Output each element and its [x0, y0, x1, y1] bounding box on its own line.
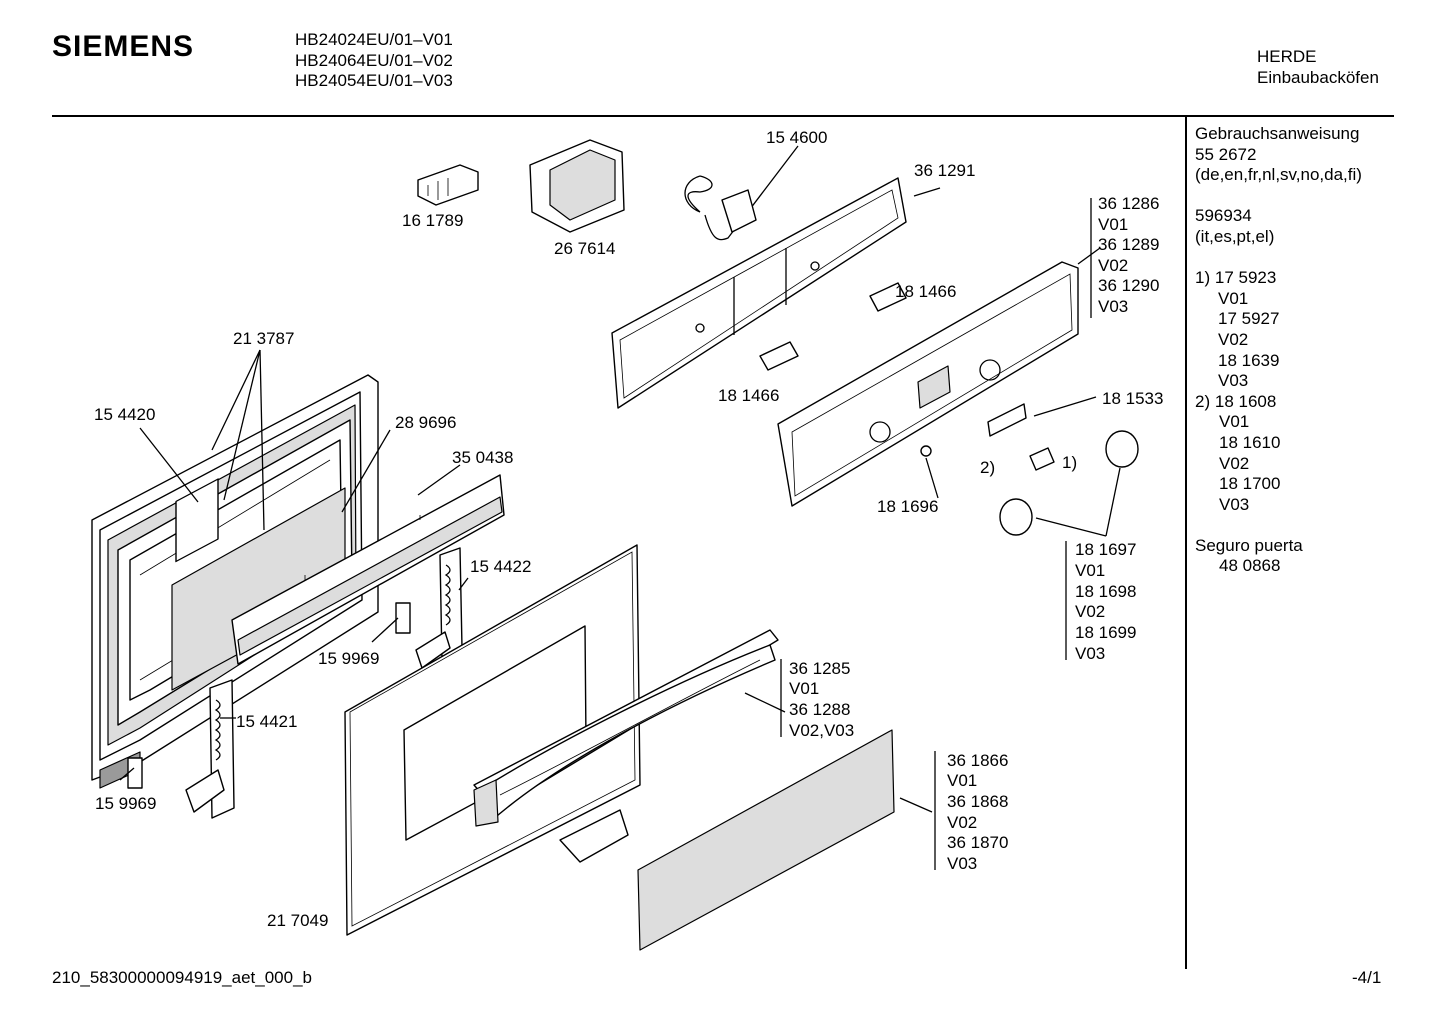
part-label: V01 [1075, 561, 1105, 580]
side-notes: Gebrauchsanweisung 55 2672 (de,en,fr,nl,… [1195, 124, 1362, 577]
door-rail-part [231, 474, 505, 665]
part-label: 18 1533 [1102, 389, 1163, 408]
note1-line: 1) 17 5923 [1195, 268, 1362, 289]
note1-value: 17 5923 [1214, 268, 1277, 288]
note1-value: V01 [1218, 288, 1249, 308]
part-label: 18 1697 [1075, 540, 1136, 559]
model-number: HB24024EU/01–V01 [295, 30, 453, 49]
part-label: 21 3787 [233, 329, 294, 348]
note2-line: 2) 18 1608 [1195, 392, 1362, 413]
lower-glass-part [637, 729, 895, 951]
page-number: -4/1 [1352, 968, 1382, 987]
display-cover-part [987, 403, 1027, 437]
thermostat-part [684, 145, 799, 241]
part-label: 36 1866 [947, 751, 1008, 770]
part-label: V02 [947, 813, 977, 832]
part-label: 36 1290 [1098, 276, 1159, 295]
manual2-number: 596934 [1195, 206, 1252, 226]
part-label: V01 [789, 679, 819, 698]
model-list: HB24024EU/01–V01 HB24064EU/01–V02 HB2405… [295, 30, 453, 92]
part-label: 16 1789 [402, 211, 463, 230]
part-label: 18 1466 [895, 282, 956, 301]
part-label: 15 4421 [236, 712, 297, 731]
part-label: V02 [1075, 602, 1105, 621]
part-label: 2) [980, 458, 995, 477]
hinge-left-part [185, 679, 235, 819]
note2-value: V02 [1219, 453, 1250, 473]
part-label: 15 4422 [470, 557, 531, 576]
note2-value: 18 1700 [1219, 474, 1281, 494]
brand-logo: SIEMENS [52, 30, 195, 63]
note2-value: V03 [1219, 494, 1250, 514]
handle-bracket-part [559, 809, 629, 863]
note2-value: V01 [1219, 412, 1250, 432]
part-label: V01 [1098, 215, 1128, 234]
indicator-part [920, 445, 932, 457]
timer-module-part [529, 139, 625, 233]
model-number: HB24054EU/01–V03 [295, 71, 453, 90]
part-label: 18 1699 [1075, 623, 1136, 642]
switch-small-part [759, 282, 907, 371]
part-label: 21 7049 [267, 911, 328, 930]
door-lock-number: 48 0868 [1219, 556, 1281, 576]
part-label: 26 7614 [554, 239, 615, 258]
part-label: 18 1466 [718, 386, 779, 405]
note2-value: 18 1610 [1219, 432, 1281, 452]
sidebar-divider [1185, 117, 1187, 969]
model-number: HB24064EU/01–V02 [295, 50, 453, 70]
part-label: 15 9969 [95, 794, 156, 813]
part-label: 36 1286 [1098, 194, 1159, 213]
part-label: V03 [947, 854, 977, 873]
part-label: 18 1696 [877, 497, 938, 516]
part-label: 35 0438 [452, 448, 513, 467]
part-label: 15 9969 [318, 649, 379, 668]
part-label: 18 1698 [1075, 582, 1136, 601]
document-id: 210_58300000094919_aet_000_b [52, 968, 312, 987]
part-label: 36 1289 [1098, 235, 1159, 254]
product-category: HERDE Einbaubacköfen [1257, 47, 1379, 88]
control-backplate-part [611, 177, 907, 409]
part-label: V02 [1098, 256, 1128, 275]
knob-part [999, 430, 1139, 536]
leader-lines [119, 187, 1121, 870]
part-label: 15 4600 [766, 128, 827, 147]
door-handle-part [473, 629, 779, 827]
manual-title: Gebrauchsanweisung [1195, 124, 1360, 143]
category-line: Einbaubacköfen [1257, 67, 1379, 87]
stop-block-part [127, 757, 143, 789]
note2-value: 18 1608 [1214, 391, 1277, 411]
note1-value: V03 [1218, 371, 1249, 391]
manual-number: 55 2672 [1195, 144, 1257, 164]
control-panel-part [777, 261, 1079, 507]
category-line: HERDE [1257, 47, 1317, 66]
part-label: 15 4420 [94, 405, 155, 424]
part-label: 36 1288 [789, 700, 850, 719]
note2-label: 2) [1195, 391, 1211, 411]
hinge-right-part [415, 547, 463, 669]
door-lock-title: Seguro puerta [1195, 535, 1303, 555]
note1-value: 17 5927 [1218, 309, 1280, 329]
part-label: 36 1870 [947, 833, 1008, 852]
stop-block-part [395, 602, 411, 634]
part-labels: 16 1789 26 7614 15 4600 36 1291 36 1286 … [94, 128, 1163, 930]
part-label: V03 [1098, 297, 1128, 316]
note1-label: 1) [1195, 268, 1211, 288]
note1-value: 18 1639 [1218, 350, 1280, 370]
part-label: 28 9696 [395, 413, 456, 432]
manual2-languages: (it,es,pt,el) [1195, 226, 1275, 246]
part-label: V01 [947, 771, 977, 790]
note1-value: V02 [1218, 329, 1249, 349]
part-label: 36 1285 [789, 659, 850, 678]
manual-languages: (de,en,fr,nl,sv,no,da,fi) [1195, 165, 1362, 185]
switch-part [417, 164, 479, 206]
part-label: V03 [1075, 644, 1105, 663]
part-label: V02,V03 [789, 721, 854, 740]
part-label: 36 1291 [914, 161, 975, 180]
part-label: 1) [1062, 453, 1077, 472]
part-label: 36 1868 [947, 792, 1008, 811]
header-divider [52, 115, 1394, 117]
